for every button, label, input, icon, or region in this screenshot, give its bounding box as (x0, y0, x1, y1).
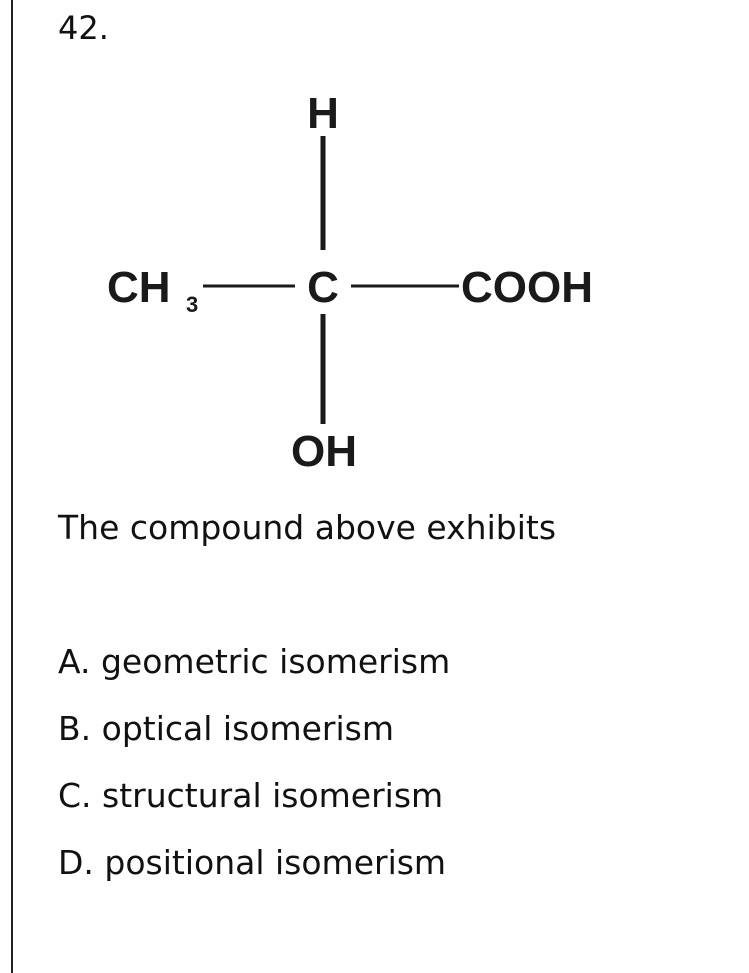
option-a-text: geometric isomerism (100, 642, 451, 681)
atom-top-h: H (307, 89, 339, 138)
question-number: 42. (58, 9, 109, 47)
option-b-letter: B. (58, 709, 92, 748)
group-left-subscript: 3 (186, 292, 198, 317)
question-stem: The compound above exhibits (58, 508, 557, 547)
left-margin-rule (11, 0, 13, 973)
answer-options: A. geometric isomerism B. optical isomer… (58, 640, 450, 908)
group-bottom-oh: OH (291, 427, 357, 476)
option-d[interactable]: D. positional isomerism (58, 841, 450, 908)
option-c[interactable]: C. structural isomerism (58, 774, 450, 841)
atom-center-c: C (307, 263, 339, 312)
group-left-ch: CH (107, 263, 171, 312)
option-d-letter: D. (58, 843, 94, 882)
option-a-letter: A. (58, 642, 91, 681)
option-a[interactable]: A. geometric isomerism (58, 640, 450, 707)
group-right-cooh: COOH (461, 263, 593, 312)
option-b[interactable]: B. optical isomerism (58, 707, 450, 774)
option-c-text: structural isomerism (102, 776, 444, 815)
option-d-text: positional isomerism (104, 843, 447, 882)
option-b-text: optical isomerism (101, 709, 394, 748)
option-c-letter: C. (58, 776, 92, 815)
structural-formula: H C CH 3 COOH OH (95, 78, 635, 488)
